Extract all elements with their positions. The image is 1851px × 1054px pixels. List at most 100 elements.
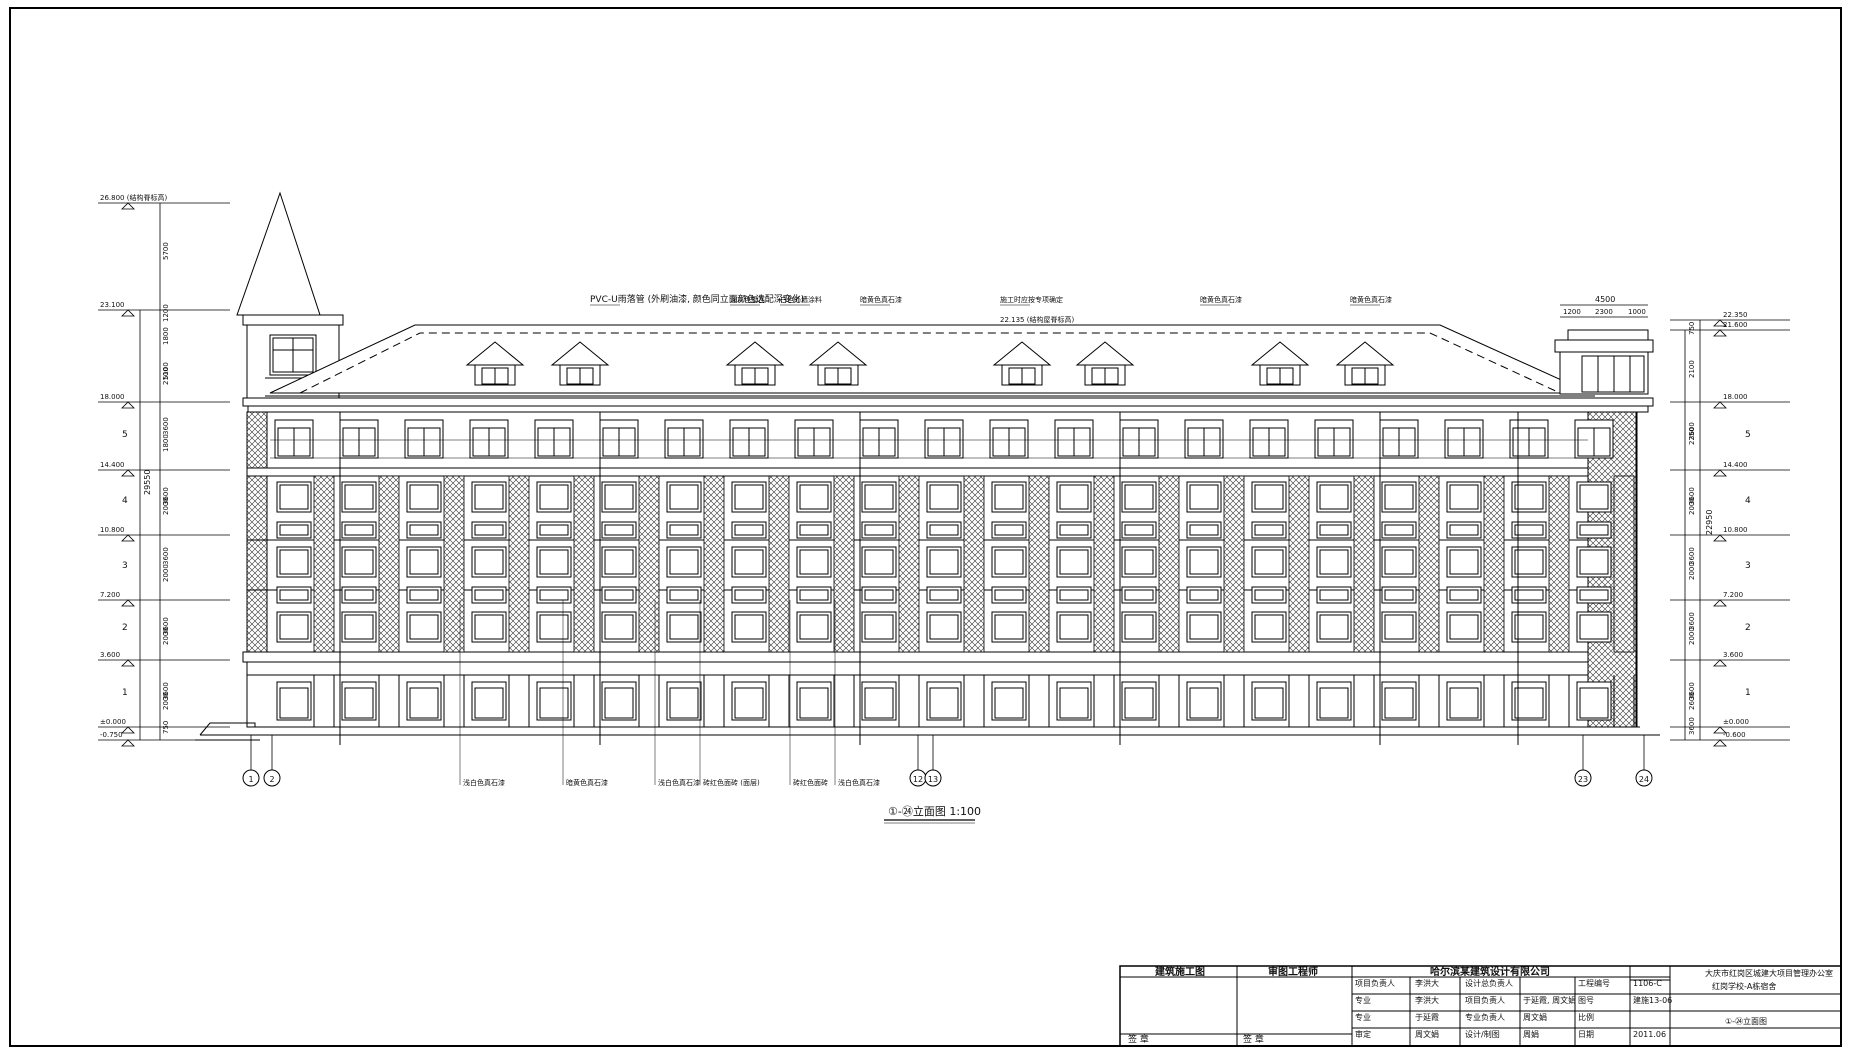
level-mark	[121, 534, 135, 542]
window-1f-frame	[1449, 687, 1479, 719]
tb-company: 哈尔滨某建筑设计有限公司	[1430, 967, 1550, 978]
window	[1446, 586, 1482, 604]
level-label: ±0.000	[100, 718, 126, 726]
window-frame	[279, 549, 309, 575]
dim-value: 3600	[1688, 682, 1696, 700]
axis-circle	[924, 769, 942, 787]
window-frame	[994, 484, 1024, 510]
tb-row-cell: 设计总负责人	[1465, 979, 1513, 988]
top-annotation: 暗黄色真石漆	[1200, 295, 1242, 304]
window-frame	[1319, 589, 1349, 601]
window-frame	[279, 524, 309, 536]
window-1f-frame	[1579, 687, 1609, 719]
brick-pier	[1483, 475, 1505, 653]
axis-label: 23	[1578, 775, 1588, 784]
window-1f-frame	[1384, 687, 1414, 719]
window-frame	[1254, 484, 1284, 510]
window	[601, 586, 637, 604]
window-frame	[409, 524, 439, 536]
dim-value: 2600	[1688, 692, 1696, 710]
window	[601, 521, 637, 539]
floor-number: 3	[1745, 561, 1751, 571]
dim-value: 3600	[162, 547, 170, 565]
window	[276, 611, 312, 643]
dim-value: 3600	[162, 682, 170, 700]
level-mark	[121, 469, 135, 477]
window	[1316, 611, 1352, 643]
window	[1576, 481, 1612, 513]
window	[666, 521, 702, 539]
tb-row-cell: 周文娟	[1415, 1030, 1439, 1039]
window-1f-frame	[1189, 687, 1219, 719]
window-frame	[799, 524, 829, 536]
axis-circle	[263, 769, 281, 787]
level-label: 26.800 (结构脊标高)	[100, 193, 167, 202]
brick-pier	[898, 475, 920, 653]
window	[926, 481, 962, 513]
window-frame	[1059, 549, 1089, 575]
top-annotation: PVC-U雨落管 (外刷油漆, 颜色同立面颜色选配深变化)	[590, 293, 804, 305]
right-stair-tower	[1554, 329, 1654, 395]
window	[1186, 521, 1222, 539]
drawing-title-text: ①-㉔立面图 1:100	[888, 804, 981, 818]
level-label: 7.200	[100, 591, 120, 599]
dim-value: 2250	[1688, 427, 1696, 445]
floor-number: 2	[1745, 623, 1751, 633]
window-frame	[669, 484, 699, 510]
tb-row-cell: 周娟	[1523, 1030, 1539, 1039]
main-roof	[265, 324, 1595, 397]
level-mark	[1713, 401, 1727, 409]
window-1f-frame	[604, 687, 634, 719]
floor-number: 3	[122, 561, 128, 571]
window	[406, 521, 442, 539]
window	[406, 586, 442, 604]
window	[1251, 481, 1287, 513]
dim-value: 2000	[162, 692, 170, 710]
window-frame	[864, 484, 894, 510]
brick-pier	[1353, 475, 1375, 653]
window	[731, 481, 767, 513]
level-label: 10.800	[1723, 526, 1748, 534]
dim-value: 2000	[162, 564, 170, 582]
level-label: 18.000	[1723, 393, 1748, 401]
window-1f-frame	[1319, 687, 1349, 719]
window	[1316, 586, 1352, 604]
window-frame	[604, 524, 634, 536]
window	[1251, 546, 1287, 578]
window	[536, 546, 572, 578]
window	[1121, 586, 1157, 604]
window	[1446, 481, 1482, 513]
axis-label: 12	[913, 775, 923, 784]
window	[796, 481, 832, 513]
window-1f-frame	[669, 687, 699, 719]
window-frame	[1579, 524, 1609, 536]
window	[1186, 586, 1222, 604]
level-label: 22.350	[1723, 311, 1748, 319]
window	[1316, 521, 1352, 539]
brick-pier	[1288, 475, 1310, 653]
window-frame	[1514, 549, 1544, 575]
window-frame	[994, 589, 1024, 601]
tb-row-cell: 日期	[1578, 1030, 1594, 1039]
window-frame	[539, 524, 569, 536]
window	[926, 611, 962, 643]
window	[731, 521, 767, 539]
window	[601, 481, 637, 513]
window	[731, 546, 767, 578]
bottom-annotation: 浅白色真石漆	[463, 778, 505, 787]
dim-value: 3600	[1688, 487, 1696, 505]
window-frame	[734, 549, 764, 575]
dim-value: 3600	[1688, 612, 1696, 630]
window-1f-frame	[1059, 687, 1089, 719]
top-annotation: 白色外墙涂料	[780, 295, 822, 304]
window-frame	[669, 524, 699, 536]
axis-circle	[1574, 769, 1592, 787]
window	[471, 521, 507, 539]
bottom-annotation: 砖红色面砖	[793, 778, 828, 787]
tb-row-cell: 设计/制图	[1465, 1030, 1500, 1039]
window	[926, 521, 962, 539]
brick-pier	[1418, 475, 1440, 653]
window-1f-frame	[929, 687, 959, 719]
window-frame	[1124, 524, 1154, 536]
